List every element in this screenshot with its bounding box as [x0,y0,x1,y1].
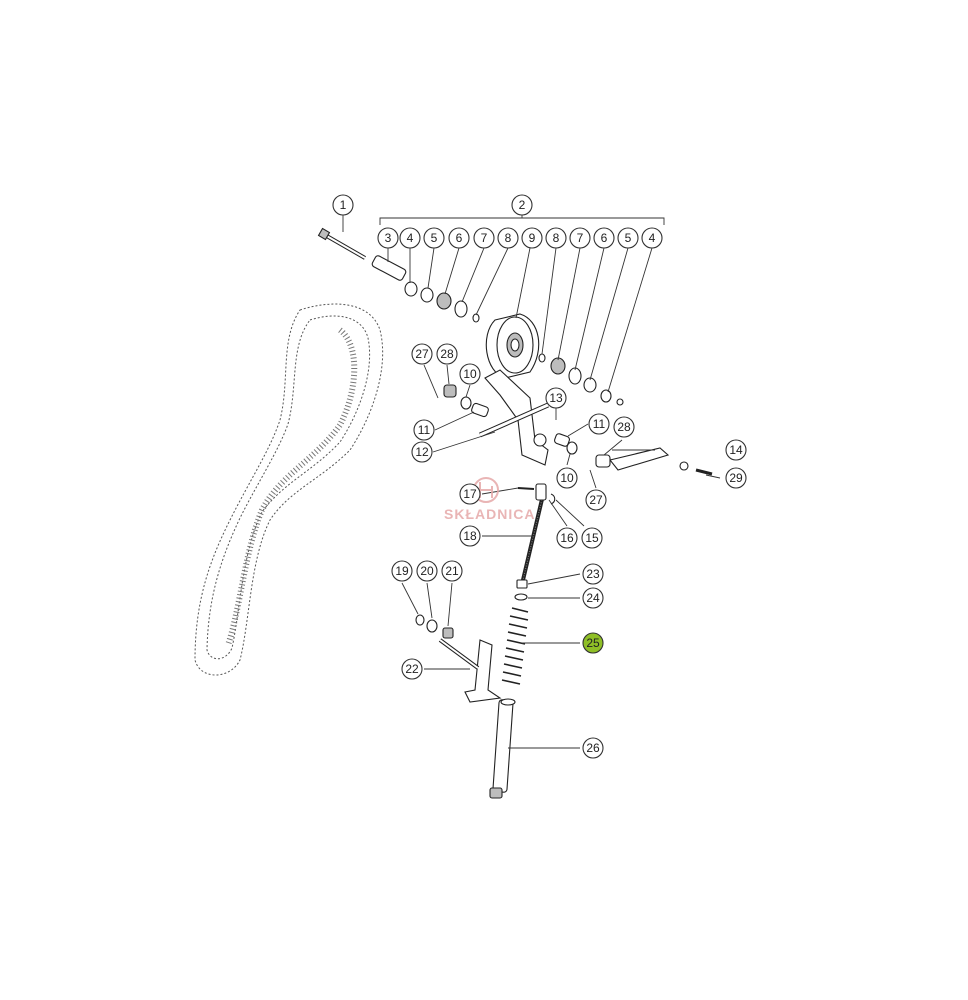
callout-label: 6 [456,231,463,245]
callout-18[interactable]: 18 [459,525,481,547]
callout-25-highlighted[interactable]: 25 [582,632,604,654]
callout-2[interactable]: 2 [511,194,533,216]
callout-label: 16 [560,531,574,545]
callout-label: 15 [585,531,599,545]
callout-4[interactable]: 4 [399,227,421,249]
callout-label: 5 [431,231,438,245]
callout-26[interactable]: 26 [582,737,604,759]
callout-6[interactable]: 6 [593,227,615,249]
callout-label: 5 [625,231,632,245]
callout-label: 12 [415,445,429,459]
callout-10[interactable]: 10 [556,467,578,489]
callout-label: 21 [445,564,459,578]
callout-13[interactable]: 13 [545,387,567,409]
callout-label: 10 [463,367,477,381]
watermark: SKŁADNICA [444,477,535,522]
tension-arm [478,369,550,466]
watermark-brand: SKŁADNICA [444,506,535,522]
callout-29[interactable]: 29 [725,467,747,489]
callout-label: 7 [481,231,488,245]
callout-label: 2 [519,198,526,212]
threaded-rod [517,483,556,581]
sleeve [371,255,407,281]
spring-bracket [415,614,502,703]
callout-label: 29 [729,471,743,485]
callout-label: 9 [529,231,536,245]
callout-7[interactable]: 7 [473,227,495,249]
callout-4[interactable]: 4 [641,227,663,249]
callout-28[interactable]: 28 [613,416,635,438]
tension-pulley [485,313,540,379]
callout-3[interactable]: 3 [377,227,399,249]
callout-8[interactable]: 8 [545,227,567,249]
callout-11[interactable]: 11 [413,419,435,441]
bolt [317,227,366,260]
callout-label: 20 [420,564,434,578]
callout-17[interactable]: 17 [459,483,481,505]
callout-28[interactable]: 28 [436,343,458,365]
left-bushings [443,384,489,418]
callout-12[interactable]: 12 [411,441,433,463]
callout-layer: 1 2 3 4 5 6 7 8 9 8 7 6 5 4 27 28 10 13 … [332,194,747,759]
callout-5[interactable]: 5 [423,227,445,249]
callout-27[interactable]: 27 [411,343,433,365]
callout-label: 26 [586,741,600,755]
callout-label: 27 [415,347,429,361]
callout-label: 19 [395,564,409,578]
callout-5[interactable]: 5 [617,227,639,249]
callout-label: 1 [340,198,347,212]
callout-21[interactable]: 21 [441,560,463,582]
callout-11[interactable]: 11 [588,413,610,435]
right-bushings [554,433,578,455]
callout-label: 8 [505,231,512,245]
callout-19[interactable]: 19 [391,560,413,582]
callout-label: 8 [553,231,560,245]
callout-label: 22 [405,662,419,676]
callout-23[interactable]: 23 [582,563,604,585]
callout-label: 10 [560,471,574,485]
compression-spring [501,607,529,685]
leader-lines [342,205,721,749]
callout-1[interactable]: 1 [332,194,354,216]
callout-label: 25 [586,636,600,650]
callout-8[interactable]: 8 [497,227,519,249]
callout-9[interactable]: 9 [521,227,543,249]
callout-label: 14 [729,443,743,457]
left-washer-stack [404,281,480,323]
callout-label: 18 [463,529,477,543]
callout-label: 4 [407,231,414,245]
callout-label: 27 [589,493,603,507]
drive-belt [194,303,384,676]
callout-7[interactable]: 7 [569,227,591,249]
callout-16[interactable]: 16 [556,527,578,549]
callout-label: 28 [617,420,631,434]
callout-label: 17 [463,487,477,501]
callout-label: 23 [586,567,600,581]
lever [595,447,713,476]
callout-label: 11 [593,417,606,431]
callout-14[interactable]: 14 [725,439,747,461]
callout-label: 7 [577,231,584,245]
callout-6[interactable]: 6 [448,227,470,249]
nut-and-washer [514,579,528,601]
callout-label: 4 [649,231,656,245]
callout-label: 6 [601,231,608,245]
callout-22[interactable]: 22 [401,658,423,680]
callout-label: 28 [440,347,454,361]
callout-15[interactable]: 15 [581,527,603,549]
callout-27[interactable]: 27 [585,489,607,511]
callout-label: 13 [549,391,563,405]
callout-label: 3 [385,231,392,245]
callout-label: 11 [418,423,431,437]
callout-20[interactable]: 20 [416,560,438,582]
callout-24[interactable]: 24 [582,587,604,609]
callout-label: 24 [586,591,600,605]
callout-10[interactable]: 10 [459,363,481,385]
spring-pin [489,698,516,799]
